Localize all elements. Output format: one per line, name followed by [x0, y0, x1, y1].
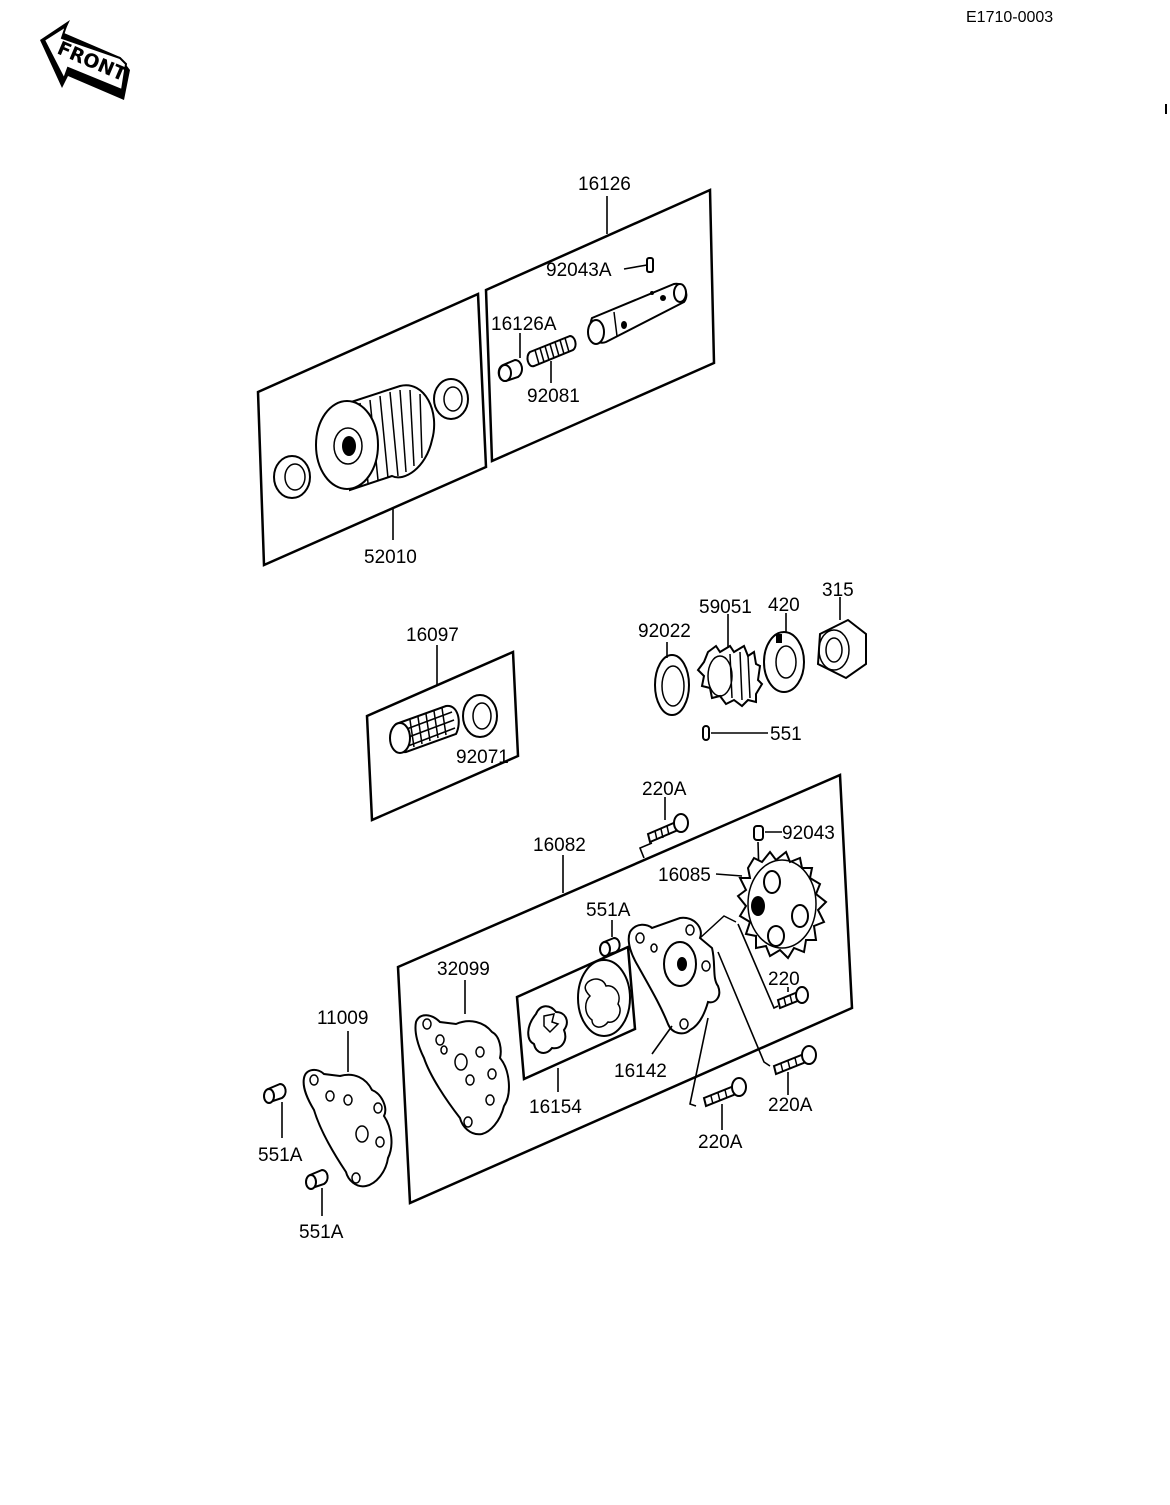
relief-valve-frame	[484, 188, 716, 463]
part-label-315: 315	[822, 580, 854, 601]
oil-screen-element	[389, 704, 460, 754]
pump-cover	[414, 1014, 510, 1136]
bolt-guide-right	[717, 951, 771, 1067]
gasket-assembly: 11009 551A 551A	[258, 1008, 393, 1243]
gear-nut	[816, 618, 867, 680]
gasket-dowel-a	[263, 1082, 287, 1104]
part-label-551A-pump: 551A	[586, 900, 631, 921]
relief-valve-pin	[646, 257, 654, 273]
pump-body	[627, 915, 737, 1035]
relief-valve-body	[587, 282, 688, 345]
pump-sprocket	[736, 850, 828, 960]
part-label-220A-bottom: 220A	[698, 1132, 743, 1153]
oil-filter-element	[315, 384, 436, 492]
relief-valve-assembly: 16126 92043A 16126A	[484, 174, 716, 463]
oil-screen-oring	[462, 694, 498, 738]
rotor-set-frame	[515, 945, 637, 1081]
part-label-551A-a: 551A	[258, 1145, 303, 1166]
part-label-220A-top: 220A	[642, 779, 687, 800]
lead-16085	[715, 873, 743, 877]
pump-bolt-small	[776, 986, 809, 1010]
pump-bolt-top	[646, 813, 689, 844]
part-label-16126: 16126	[578, 174, 631, 195]
relief-valve-plunger	[497, 358, 523, 382]
part-label-220A-right: 220A	[768, 1095, 813, 1116]
filter-seal-right	[433, 378, 469, 420]
part-label-16142: 16142	[614, 1061, 667, 1082]
gasket-dowel-b	[305, 1168, 329, 1190]
part-label-16154: 16154	[529, 1097, 582, 1118]
oil-pump-frame	[396, 773, 854, 1205]
part-label-551A-b: 551A	[299, 1222, 344, 1243]
part-label-92081: 92081	[527, 386, 580, 407]
oil-pump-assembly: 16082 220A 92043 16085	[396, 773, 854, 1205]
oil-screen-frame	[365, 650, 520, 822]
part-label-11009: 11009	[317, 1008, 368, 1029]
part-label-52010: 52010	[364, 547, 417, 568]
part-label-92043A: 92043A	[546, 260, 612, 281]
part-label-220: 220	[768, 969, 800, 990]
filter-seal-left	[273, 455, 311, 499]
part-label-551: 551	[770, 724, 802, 745]
oil-screen-assembly: 16097 92071	[365, 625, 520, 822]
drive-gear	[696, 644, 764, 708]
part-label-16126A: 16126A	[491, 314, 557, 335]
relief-valve-spring	[526, 334, 577, 368]
front-arrow-icon: FRONT	[40, 20, 130, 100]
oil-filter-frame	[256, 292, 488, 567]
gear-key	[702, 725, 710, 741]
sprocket-pin	[753, 825, 764, 841]
lead-92043A	[623, 264, 648, 270]
part-label-32099: 32099	[437, 959, 490, 980]
bolt-guide-small	[737, 923, 779, 1010]
gear-washer	[654, 654, 690, 716]
lead-16142	[651, 1025, 673, 1055]
pump-gasket	[302, 1068, 393, 1188]
bolt-guide-top	[638, 842, 653, 859]
pump-bolt-right	[772, 1045, 817, 1076]
part-label-92022: 92022	[638, 621, 691, 642]
part-label-16097: 16097	[406, 625, 459, 646]
part-label-92043: 92043	[782, 823, 835, 844]
bolt-guide-bottom	[689, 1017, 709, 1107]
gear-collar	[763, 631, 805, 693]
part-label-59051: 59051	[699, 597, 752, 618]
part-label-16082: 16082	[533, 835, 586, 856]
oil-filter-assembly: 52010	[256, 292, 488, 568]
pump-rotor-set	[515, 945, 637, 1081]
part-label-420: 420	[768, 595, 800, 616]
drive-gear-set: 92022 59051 420 315 551	[638, 580, 867, 745]
pump-bolt-bottom	[702, 1077, 747, 1108]
reference-code: E1710-0003	[966, 9, 1053, 26]
part-label-16085: 16085	[658, 865, 711, 886]
part-label-92071: 92071	[456, 747, 509, 768]
